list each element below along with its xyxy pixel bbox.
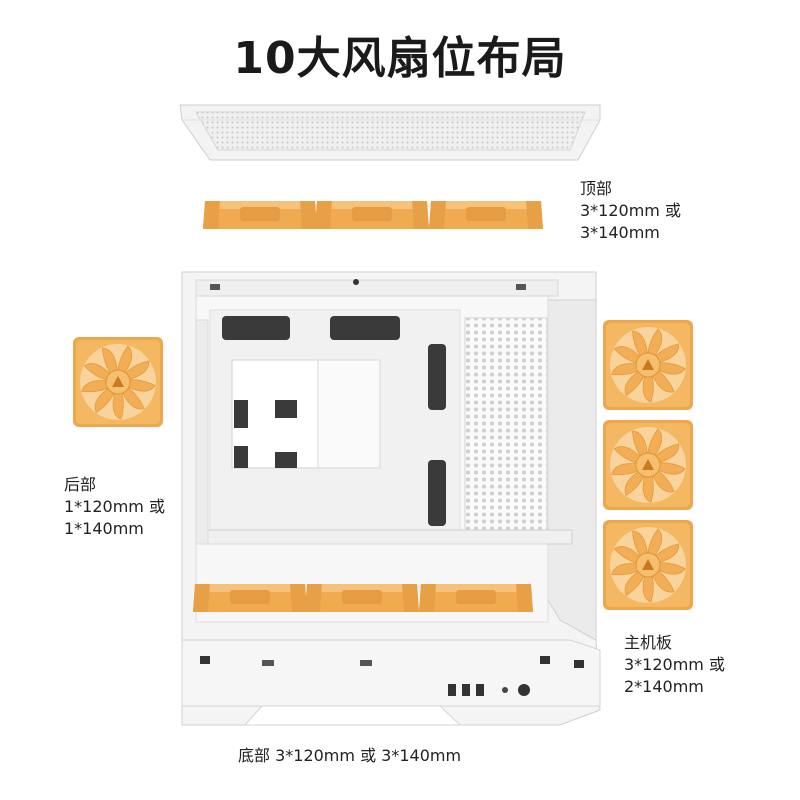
rear-fan-icon xyxy=(72,336,164,428)
side-label-line2: 2*140mm xyxy=(624,677,704,696)
rear-label-head: 后部 xyxy=(64,475,97,494)
rear-fan-label: 后部 1*120mm 或 1*140mm xyxy=(64,474,165,540)
bottom-label-text: 底部 3*120mm 或 3*140mm xyxy=(238,746,462,765)
top-fans xyxy=(203,201,543,229)
page-title: 10大风扇位布局 xyxy=(233,33,567,84)
side-label-head: 主机板 xyxy=(624,633,673,652)
top-label-line2: 3*140mm xyxy=(580,223,660,242)
side-fans xyxy=(602,319,694,611)
bottom-fan-label: 底部 3*120mm 或 3*140mm xyxy=(238,745,461,767)
top-fan-label: 顶部 3*120mm 或 3*140mm xyxy=(580,178,681,244)
side-label-line1: 3*120mm 或 xyxy=(624,655,725,674)
side-fan-label: 主机板 3*120mm 或 2*140mm xyxy=(624,632,725,698)
rear-label-line2: 1*140mm xyxy=(64,519,144,538)
top-label-head: 顶部 xyxy=(580,179,613,198)
top-label-line1: 3*120mm 或 xyxy=(580,201,681,220)
top-panel-illustration xyxy=(179,104,601,161)
rear-label-line1: 1*120mm 或 xyxy=(64,497,165,516)
case-illustration xyxy=(181,271,601,726)
bottom-fans xyxy=(193,584,533,612)
